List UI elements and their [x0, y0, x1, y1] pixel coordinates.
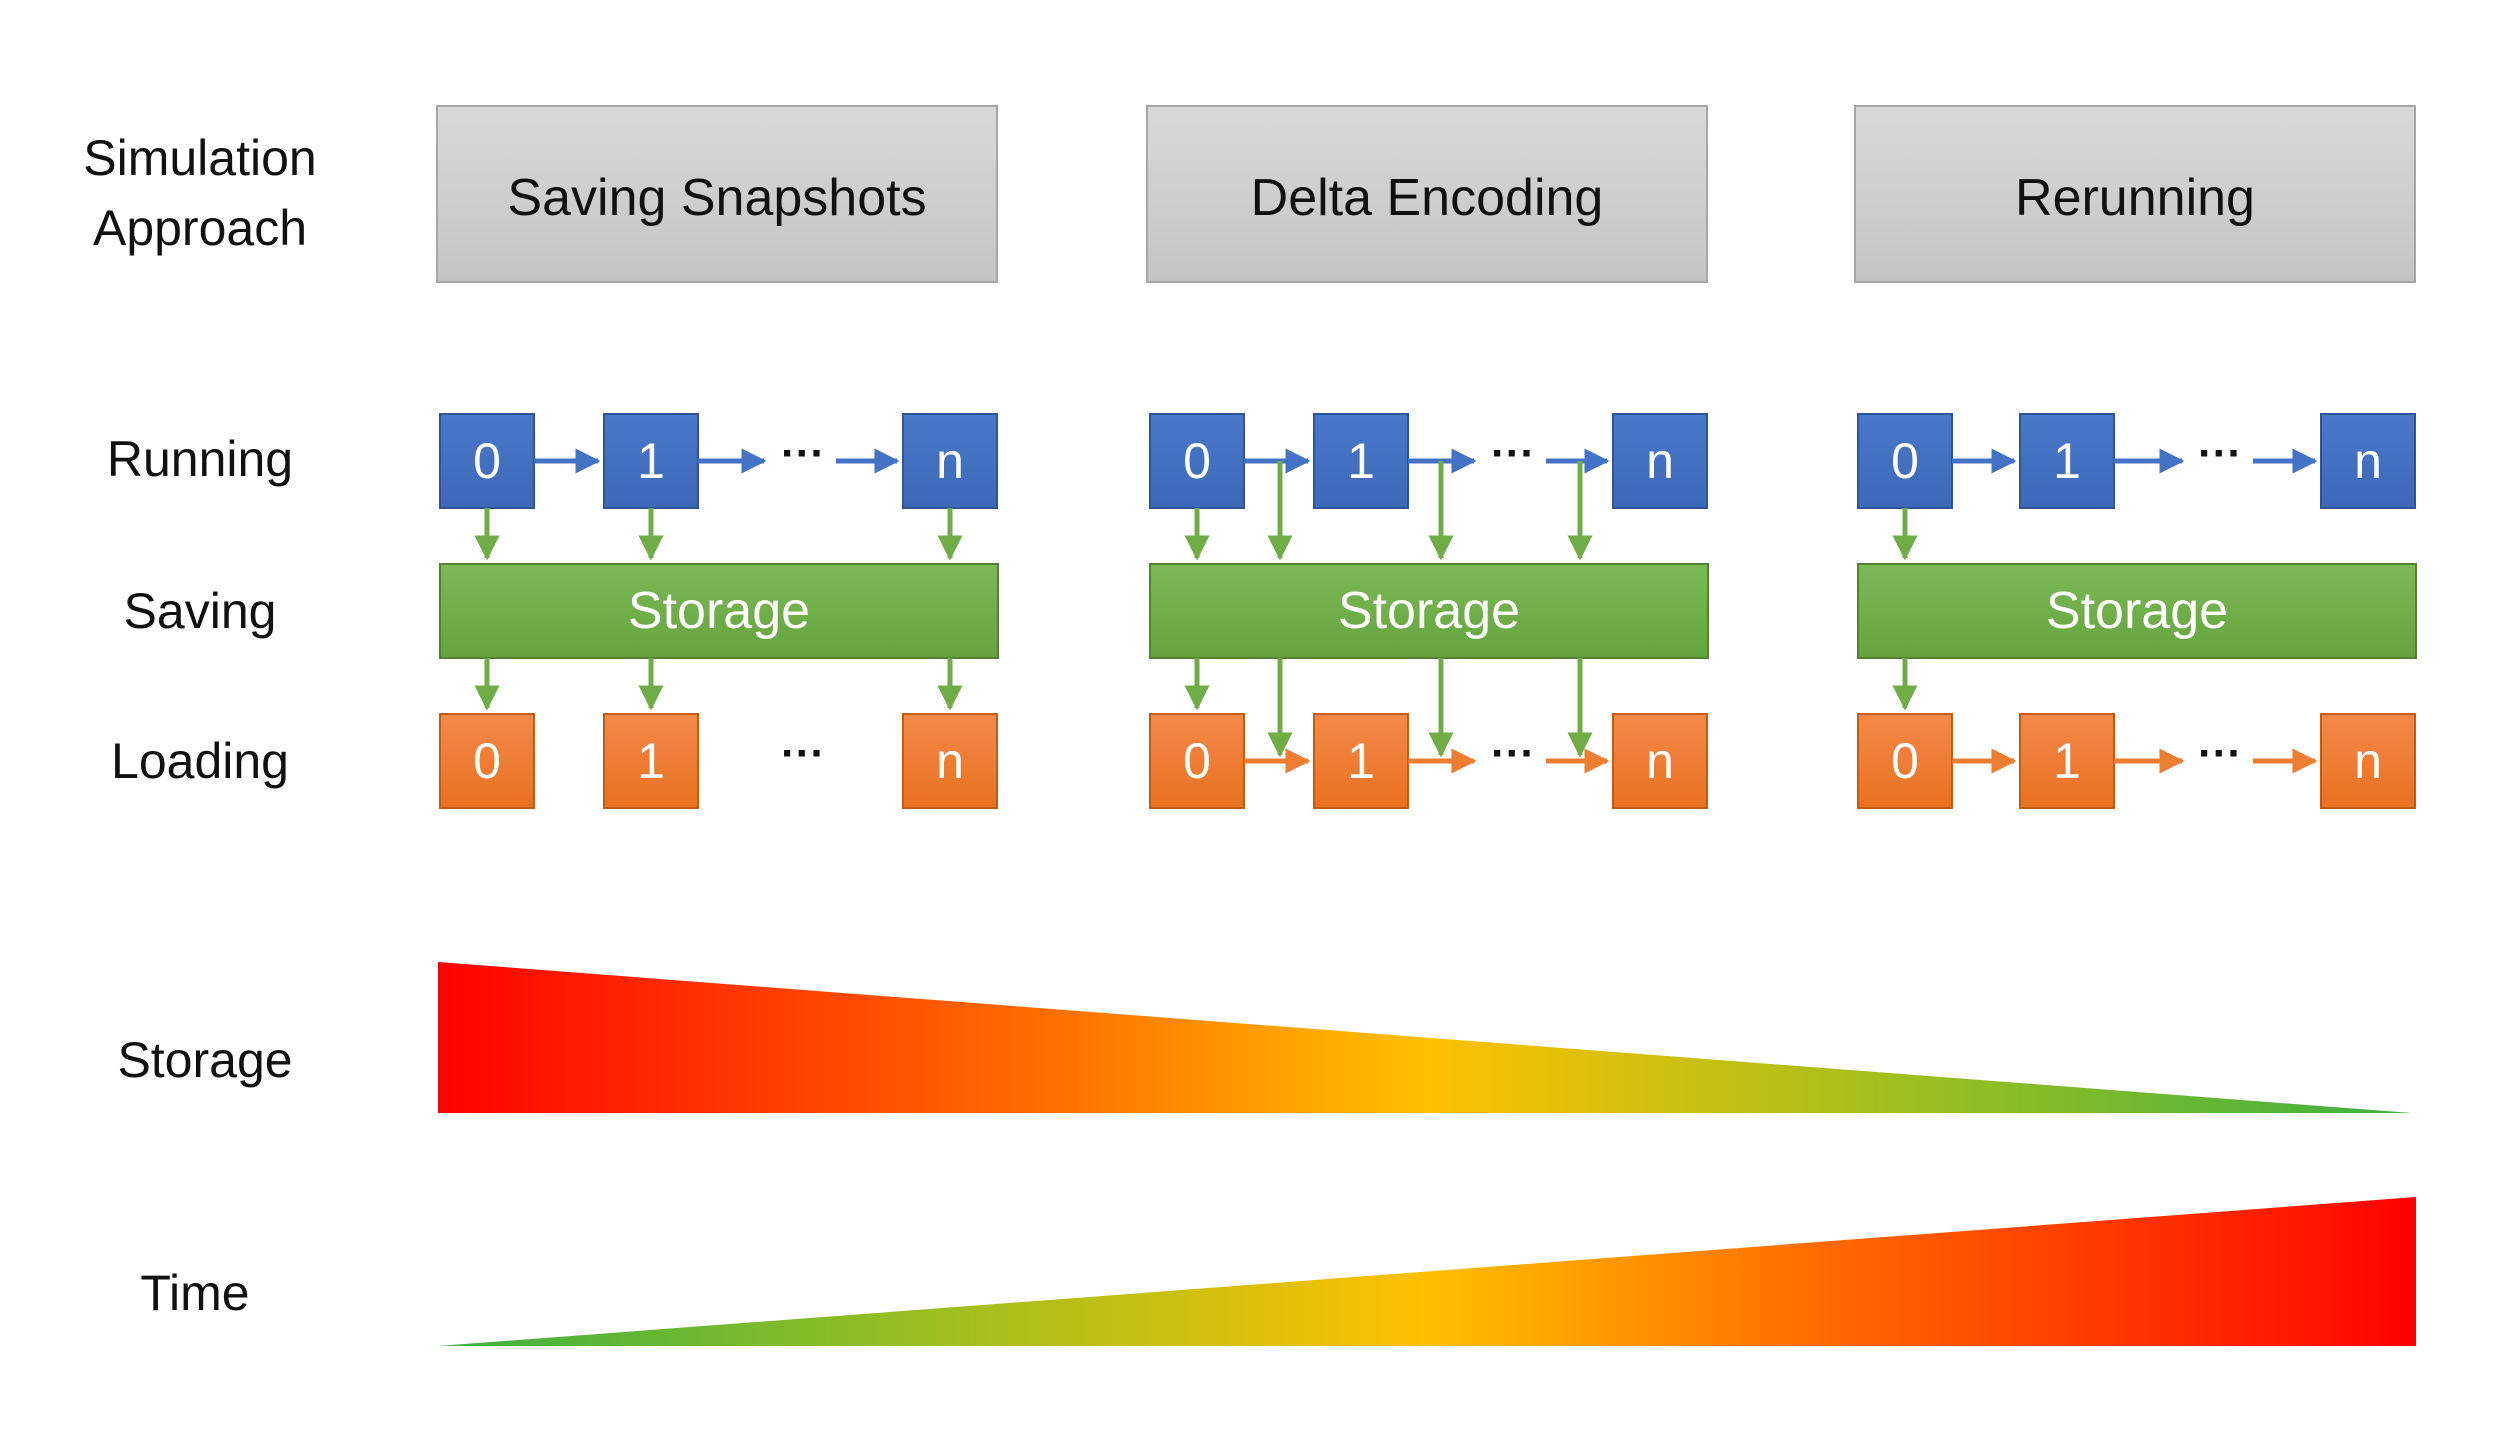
loading-node-0-label: 0: [1183, 733, 1211, 789]
storage-bar-label: Storage: [2046, 582, 2228, 640]
loading-node-1-label: 1: [1347, 733, 1375, 789]
loading-ellipsis: ···: [781, 729, 825, 778]
running-node-n: [2320, 413, 2416, 509]
row-label-time: Time: [140, 1265, 249, 1321]
loading-node-0-label: 0: [1891, 733, 1919, 789]
storage-bar: [1857, 563, 2417, 659]
running-node-1-label: 1: [2053, 433, 2081, 489]
running-ellipsis: ···: [1491, 429, 1535, 478]
approach-header-box: [436, 105, 998, 283]
storage-cost-wedge: [438, 962, 2412, 1113]
loading-node-n: [1612, 713, 1708, 809]
row-label-running: Running: [107, 431, 293, 487]
row-label-storage: Storage: [117, 1032, 292, 1088]
running-node-1: [1313, 413, 1409, 509]
loading-node-n: [2320, 713, 2416, 809]
storage-bar: [439, 563, 999, 659]
running-node-0-label: 0: [1891, 433, 1919, 489]
loading-node-0: [439, 713, 535, 809]
running-node-n: [902, 413, 998, 509]
approach-saving-snapshots: Saving Snapshots 0 1 n ··· Storage 0 1 n…: [436, 105, 999, 809]
running-node-0-label: 0: [1183, 433, 1211, 489]
approach-title: Saving Snapshots: [507, 169, 926, 227]
running-node-n: [1612, 413, 1708, 509]
approach-delta-encoding: Delta Encoding 0 1 n ··· Storage 0 1 n ·…: [1146, 105, 1709, 809]
loading-node-n-label: n: [2354, 733, 2382, 789]
row-label-approach-line1: Simulation: [83, 130, 316, 186]
time-cost-wedge: [438, 1197, 2416, 1346]
loading-node-1-label: 1: [2053, 733, 2081, 789]
running-node-0: [1857, 413, 1953, 509]
running-ellipsis: ···: [2198, 429, 2242, 478]
approach-title: Rerunning: [2015, 169, 2255, 227]
loading-node-n-label: n: [936, 733, 964, 789]
running-node-n-label: n: [1646, 433, 1674, 489]
approach-header-box: [1854, 105, 2416, 283]
loading-ellipsis: ···: [2198, 729, 2242, 778]
storage-bar-label: Storage: [1338, 582, 1520, 640]
row-label-saving: Saving: [124, 583, 277, 639]
running-node-0: [439, 413, 535, 509]
approach-header-box: [1146, 105, 1708, 283]
loading-node-1-label: 1: [637, 733, 665, 789]
running-node-1: [603, 413, 699, 509]
row-label-approach-line2: Approach: [93, 200, 307, 256]
storage-bar: [1149, 563, 1709, 659]
approach-title: Delta Encoding: [1251, 169, 1604, 227]
loading-ellipsis: ···: [1491, 729, 1535, 778]
loading-node-0: [1149, 713, 1245, 809]
loading-node-0-label: 0: [473, 733, 501, 789]
loading-node-n: [902, 713, 998, 809]
approach-rerunning: Rerunning 0 1 n ··· Storage 0 1 n ···: [1854, 105, 2417, 809]
running-node-n-label: n: [2354, 433, 2382, 489]
running-node-1-label: 1: [1347, 433, 1375, 489]
running-node-n-label: n: [936, 433, 964, 489]
loading-node-1: [603, 713, 699, 809]
running-node-0-label: 0: [473, 433, 501, 489]
running-node-1-label: 1: [637, 433, 665, 489]
row-label-loading: Loading: [111, 733, 289, 789]
storage-bar-label: Storage: [628, 582, 810, 640]
running-ellipsis: ···: [781, 429, 825, 478]
loading-node-n-label: n: [1646, 733, 1674, 789]
